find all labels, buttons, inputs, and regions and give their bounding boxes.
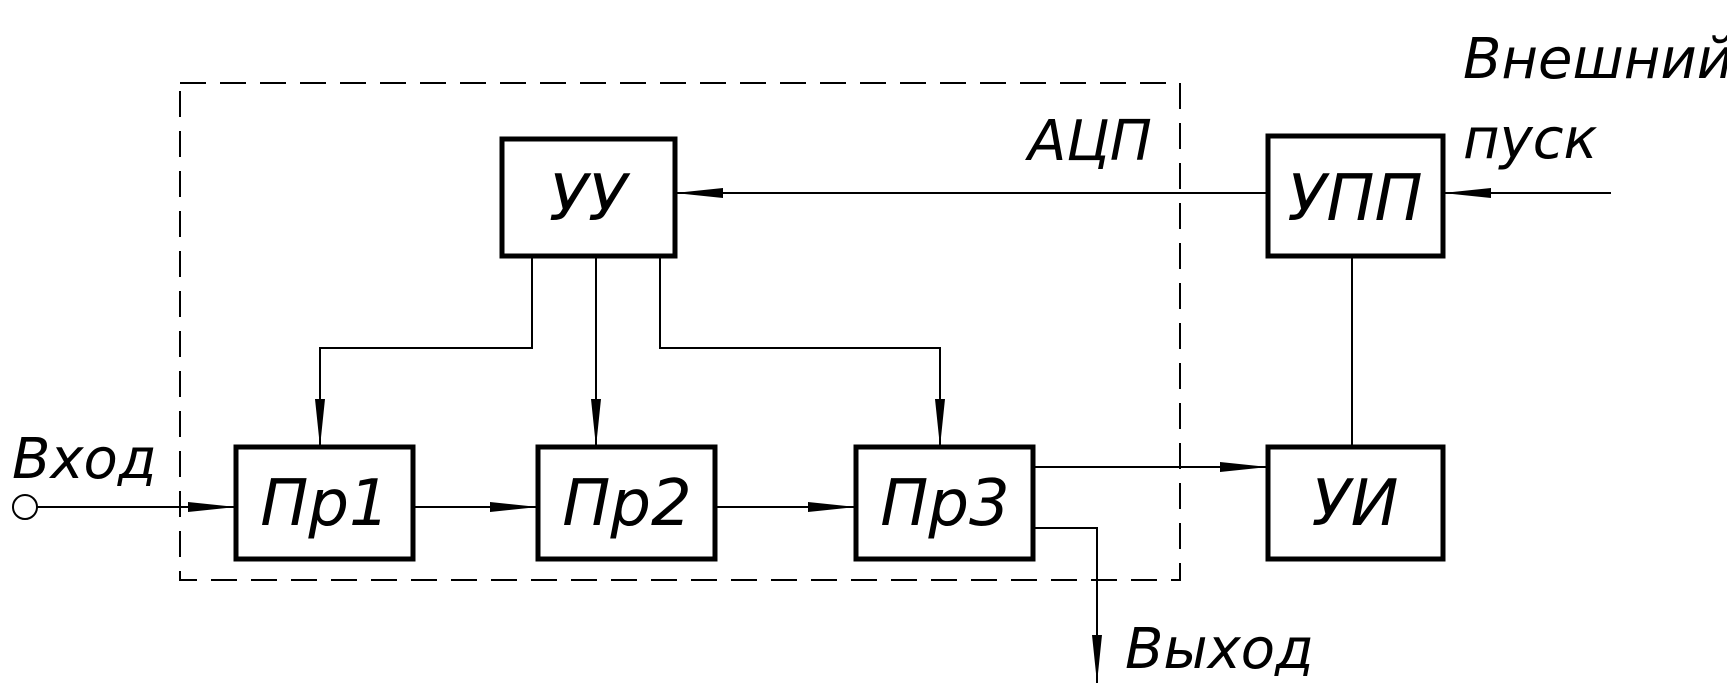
block-upp-label: УПП	[1287, 162, 1422, 236]
output-label: Выход	[1125, 617, 1314, 682]
block-uu-label: УУ	[549, 162, 631, 236]
block-pr2-label: Пр2	[562, 467, 691, 541]
ext-start-label-line1: Внешний	[1463, 27, 1727, 92]
block-upp: УПП	[1265, 133, 1446, 259]
arrow-uu-pr1	[315, 256, 533, 447]
adc-boundary	[179, 82, 1181, 581]
adc-label: АЦП	[1025, 109, 1152, 174]
input-terminal	[12, 494, 38, 520]
block-pr2: Пр2	[535, 444, 718, 562]
block-ui-label: УИ	[1312, 467, 1399, 541]
arrow-uu-pr3	[659, 256, 945, 447]
block-uu: УУ	[499, 136, 678, 259]
block-pr3-label: Пр3	[880, 467, 1009, 541]
block-ui: УИ	[1265, 444, 1446, 562]
block-pr3: Пр3	[853, 444, 1036, 562]
ext-start-label-line2: пуск	[1463, 107, 1598, 172]
block-pr1-label: Пр1	[260, 467, 389, 541]
input-label: Вход	[12, 427, 157, 492]
arrow-pr3-output	[1033, 527, 1102, 683]
block-pr1: Пр1	[233, 444, 416, 562]
